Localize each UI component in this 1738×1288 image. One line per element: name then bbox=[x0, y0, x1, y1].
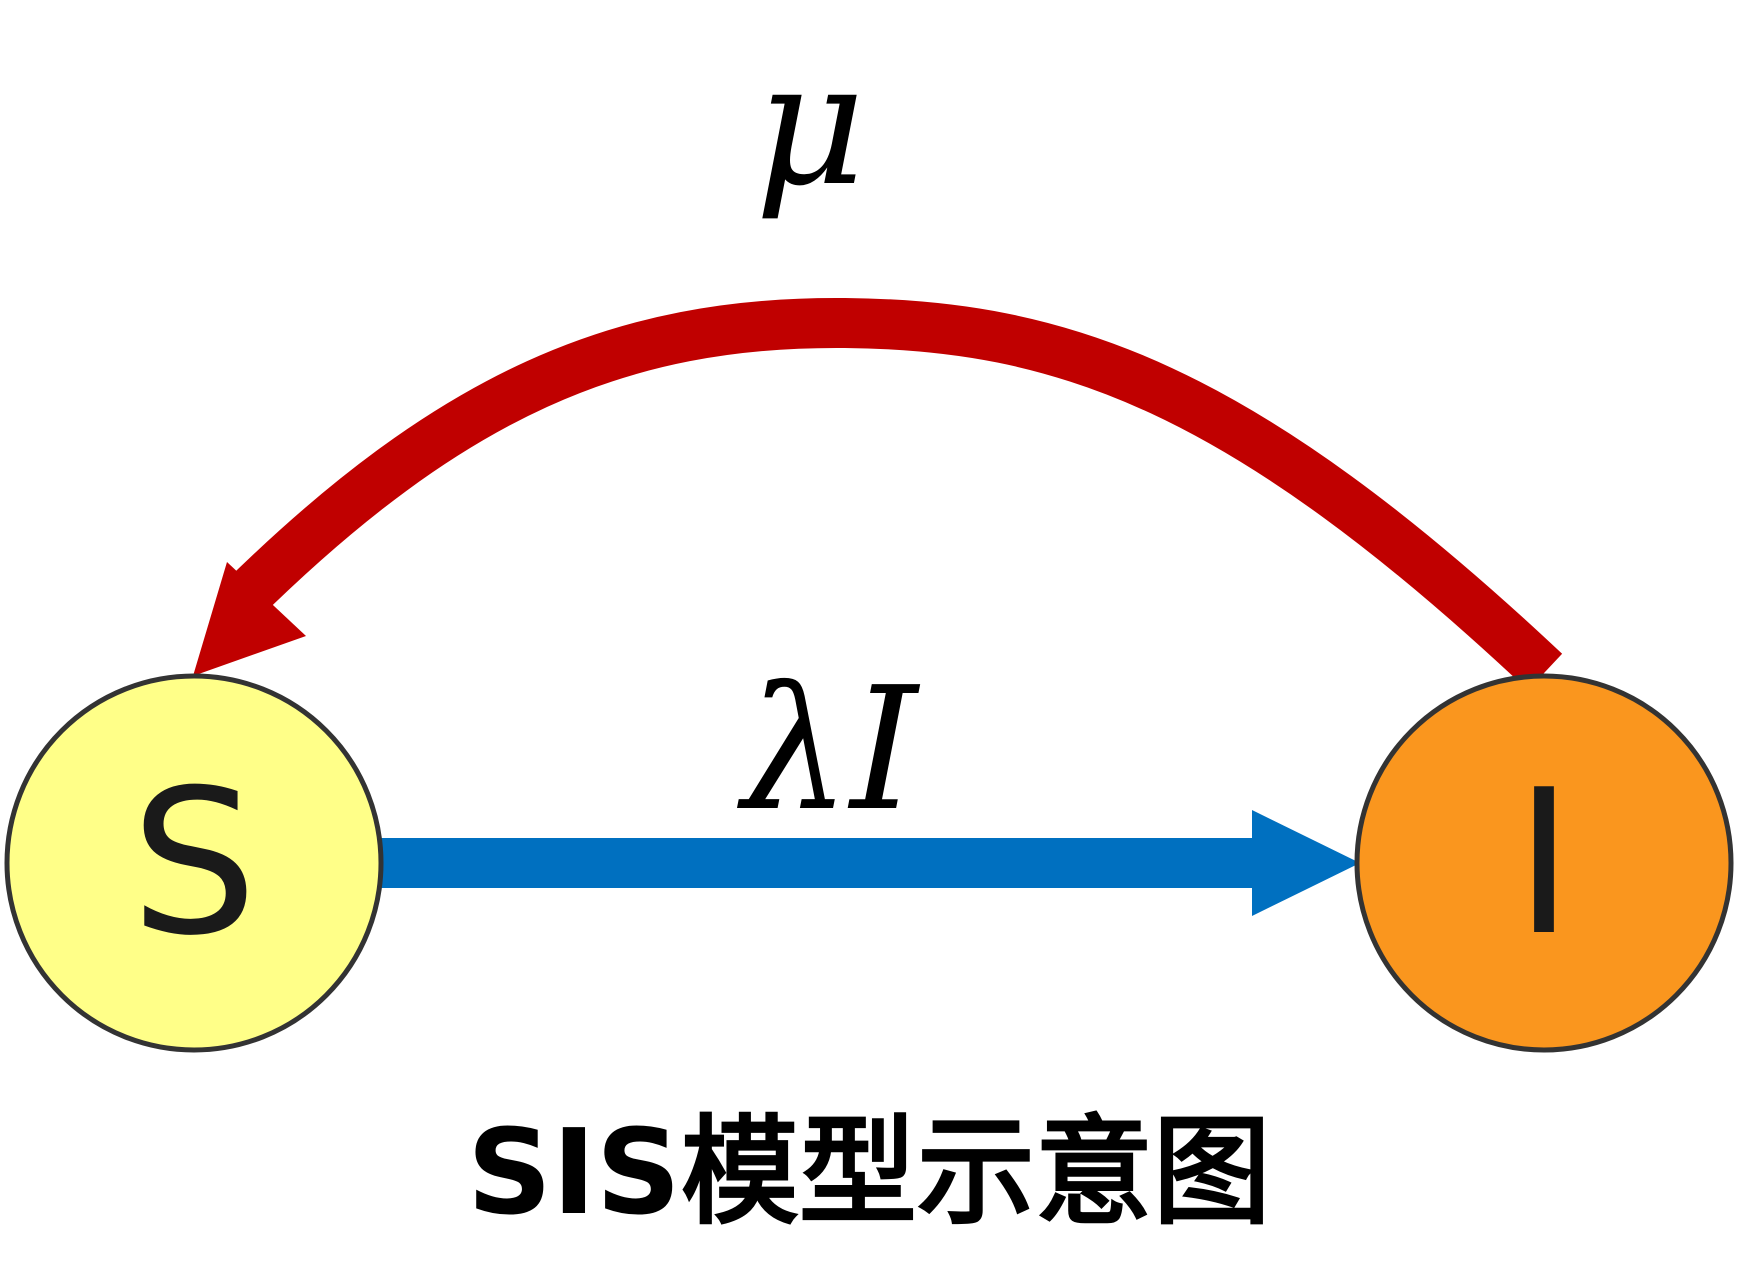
node-i-label: I bbox=[1515, 747, 1574, 980]
node-s: S bbox=[4, 673, 384, 1053]
node-s-label: S bbox=[131, 747, 258, 980]
recovery-rate-label: μ bbox=[755, 26, 865, 224]
node-s-circle bbox=[4, 673, 384, 1053]
recovery-arrow-head bbox=[193, 562, 306, 676]
infection-arrow bbox=[378, 810, 1360, 916]
infection-arrow-head bbox=[1252, 810, 1360, 916]
node-i-circle bbox=[1354, 673, 1734, 1053]
recovery-arrow bbox=[193, 297, 1563, 691]
infection-arrow-shaft bbox=[378, 838, 1254, 888]
node-i: I bbox=[1354, 673, 1734, 1053]
diagram-caption: SIS模型示意图 bbox=[467, 1103, 1271, 1241]
infection-rate-label: λI bbox=[737, 651, 921, 849]
recovery-arrow-shaft bbox=[222, 297, 1563, 691]
